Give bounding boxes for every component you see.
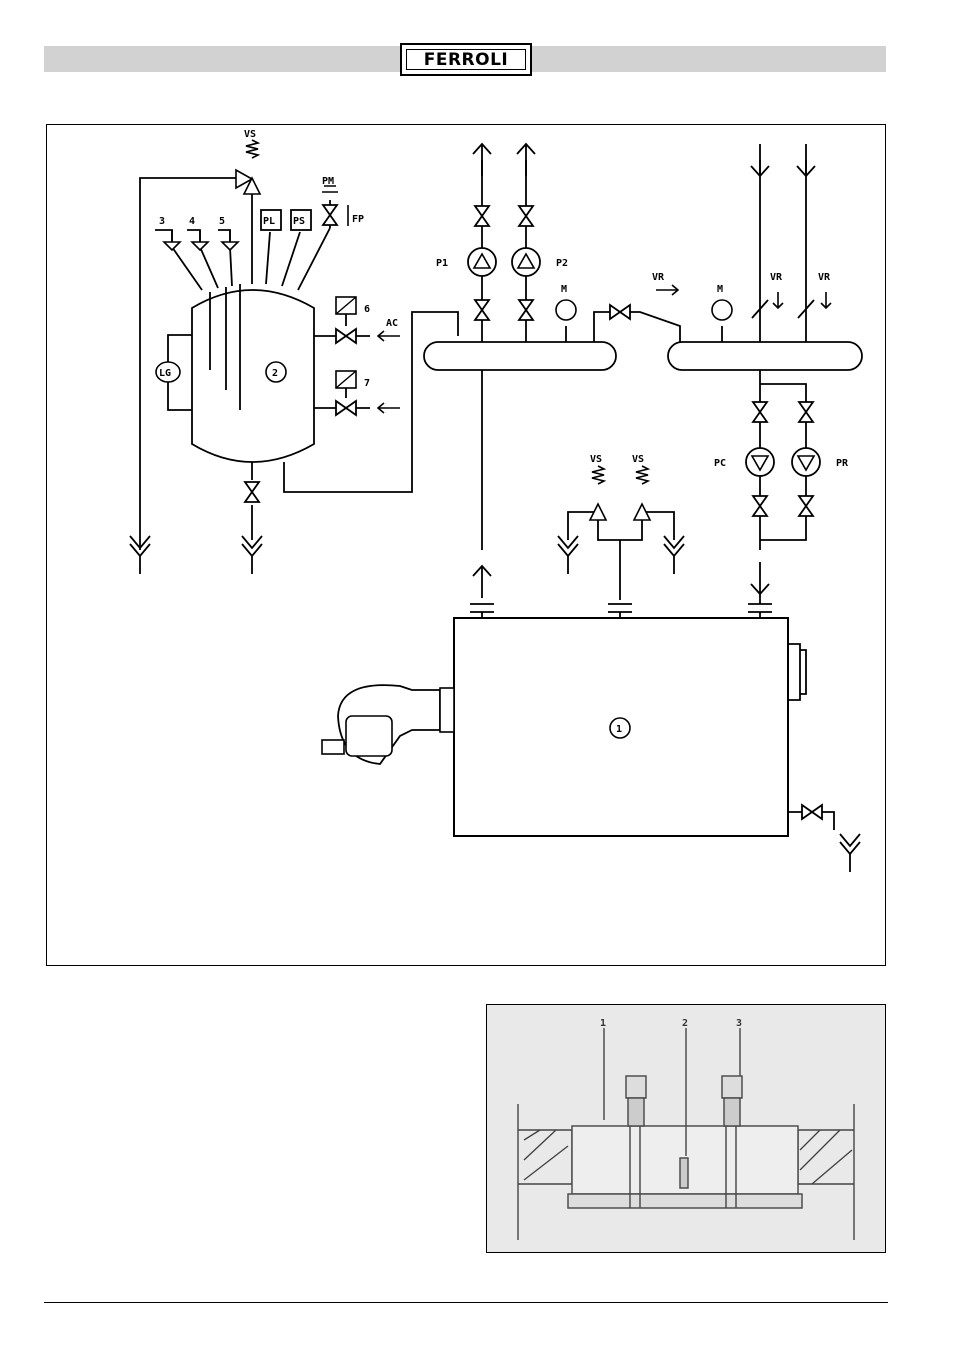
footer-rule — [44, 1302, 888, 1303]
label-detail-2: 2 — [682, 1018, 688, 1029]
label-detail-3: 3 — [736, 1018, 742, 1029]
label-detail-1: 1 — [600, 1018, 606, 1029]
